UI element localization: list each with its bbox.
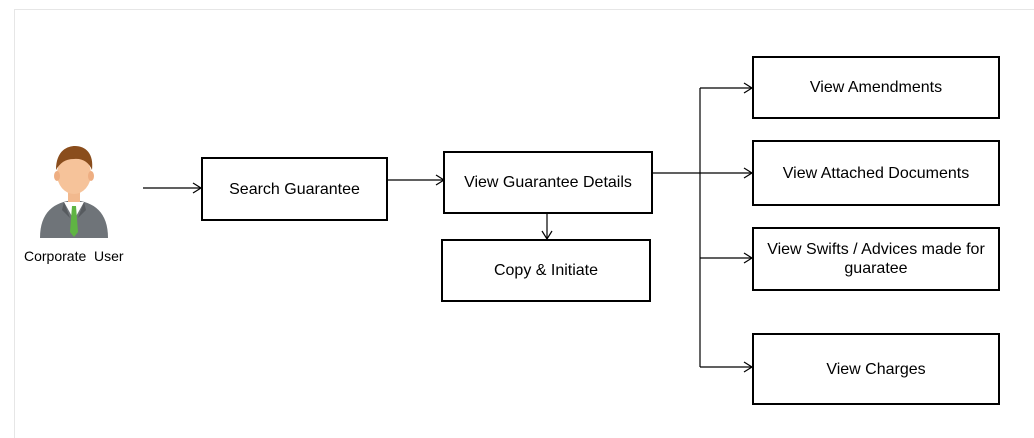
search-guarantee-box: Search Guarantee <box>201 157 388 221</box>
view-swifts-advices-label: View Swifts / Advices made for guaratee <box>767 241 985 277</box>
view-charges-label: View Charges <box>826 360 926 378</box>
view-attached-documents-box: View Attached Documents <box>752 140 1000 206</box>
view-guarantee-details-label: View Guarantee Details <box>464 174 632 191</box>
view-amendments-label: View Amendments <box>809 79 943 96</box>
frame-left-border <box>14 9 15 438</box>
search-guarantee-label: Search Guarantee <box>229 180 360 198</box>
copy-initiate-label: Copy & Initiate <box>493 262 599 279</box>
view-guarantee-details-box: View Guarantee Details <box>443 151 653 214</box>
view-swifts-advices-box: View Swifts / Advices made for guaratee <box>752 227 1000 291</box>
view-amendments-box: View Amendments <box>752 56 1000 119</box>
user-icon <box>40 146 108 238</box>
view-charges-box: View Charges <box>752 333 1000 405</box>
copy-initiate-box: Copy & Initiate <box>441 239 651 302</box>
view-attached-documents-label: View Attached Documents <box>782 164 970 182</box>
frame-top-border <box>14 9 1034 10</box>
actor-label: Corporate User <box>24 248 124 264</box>
